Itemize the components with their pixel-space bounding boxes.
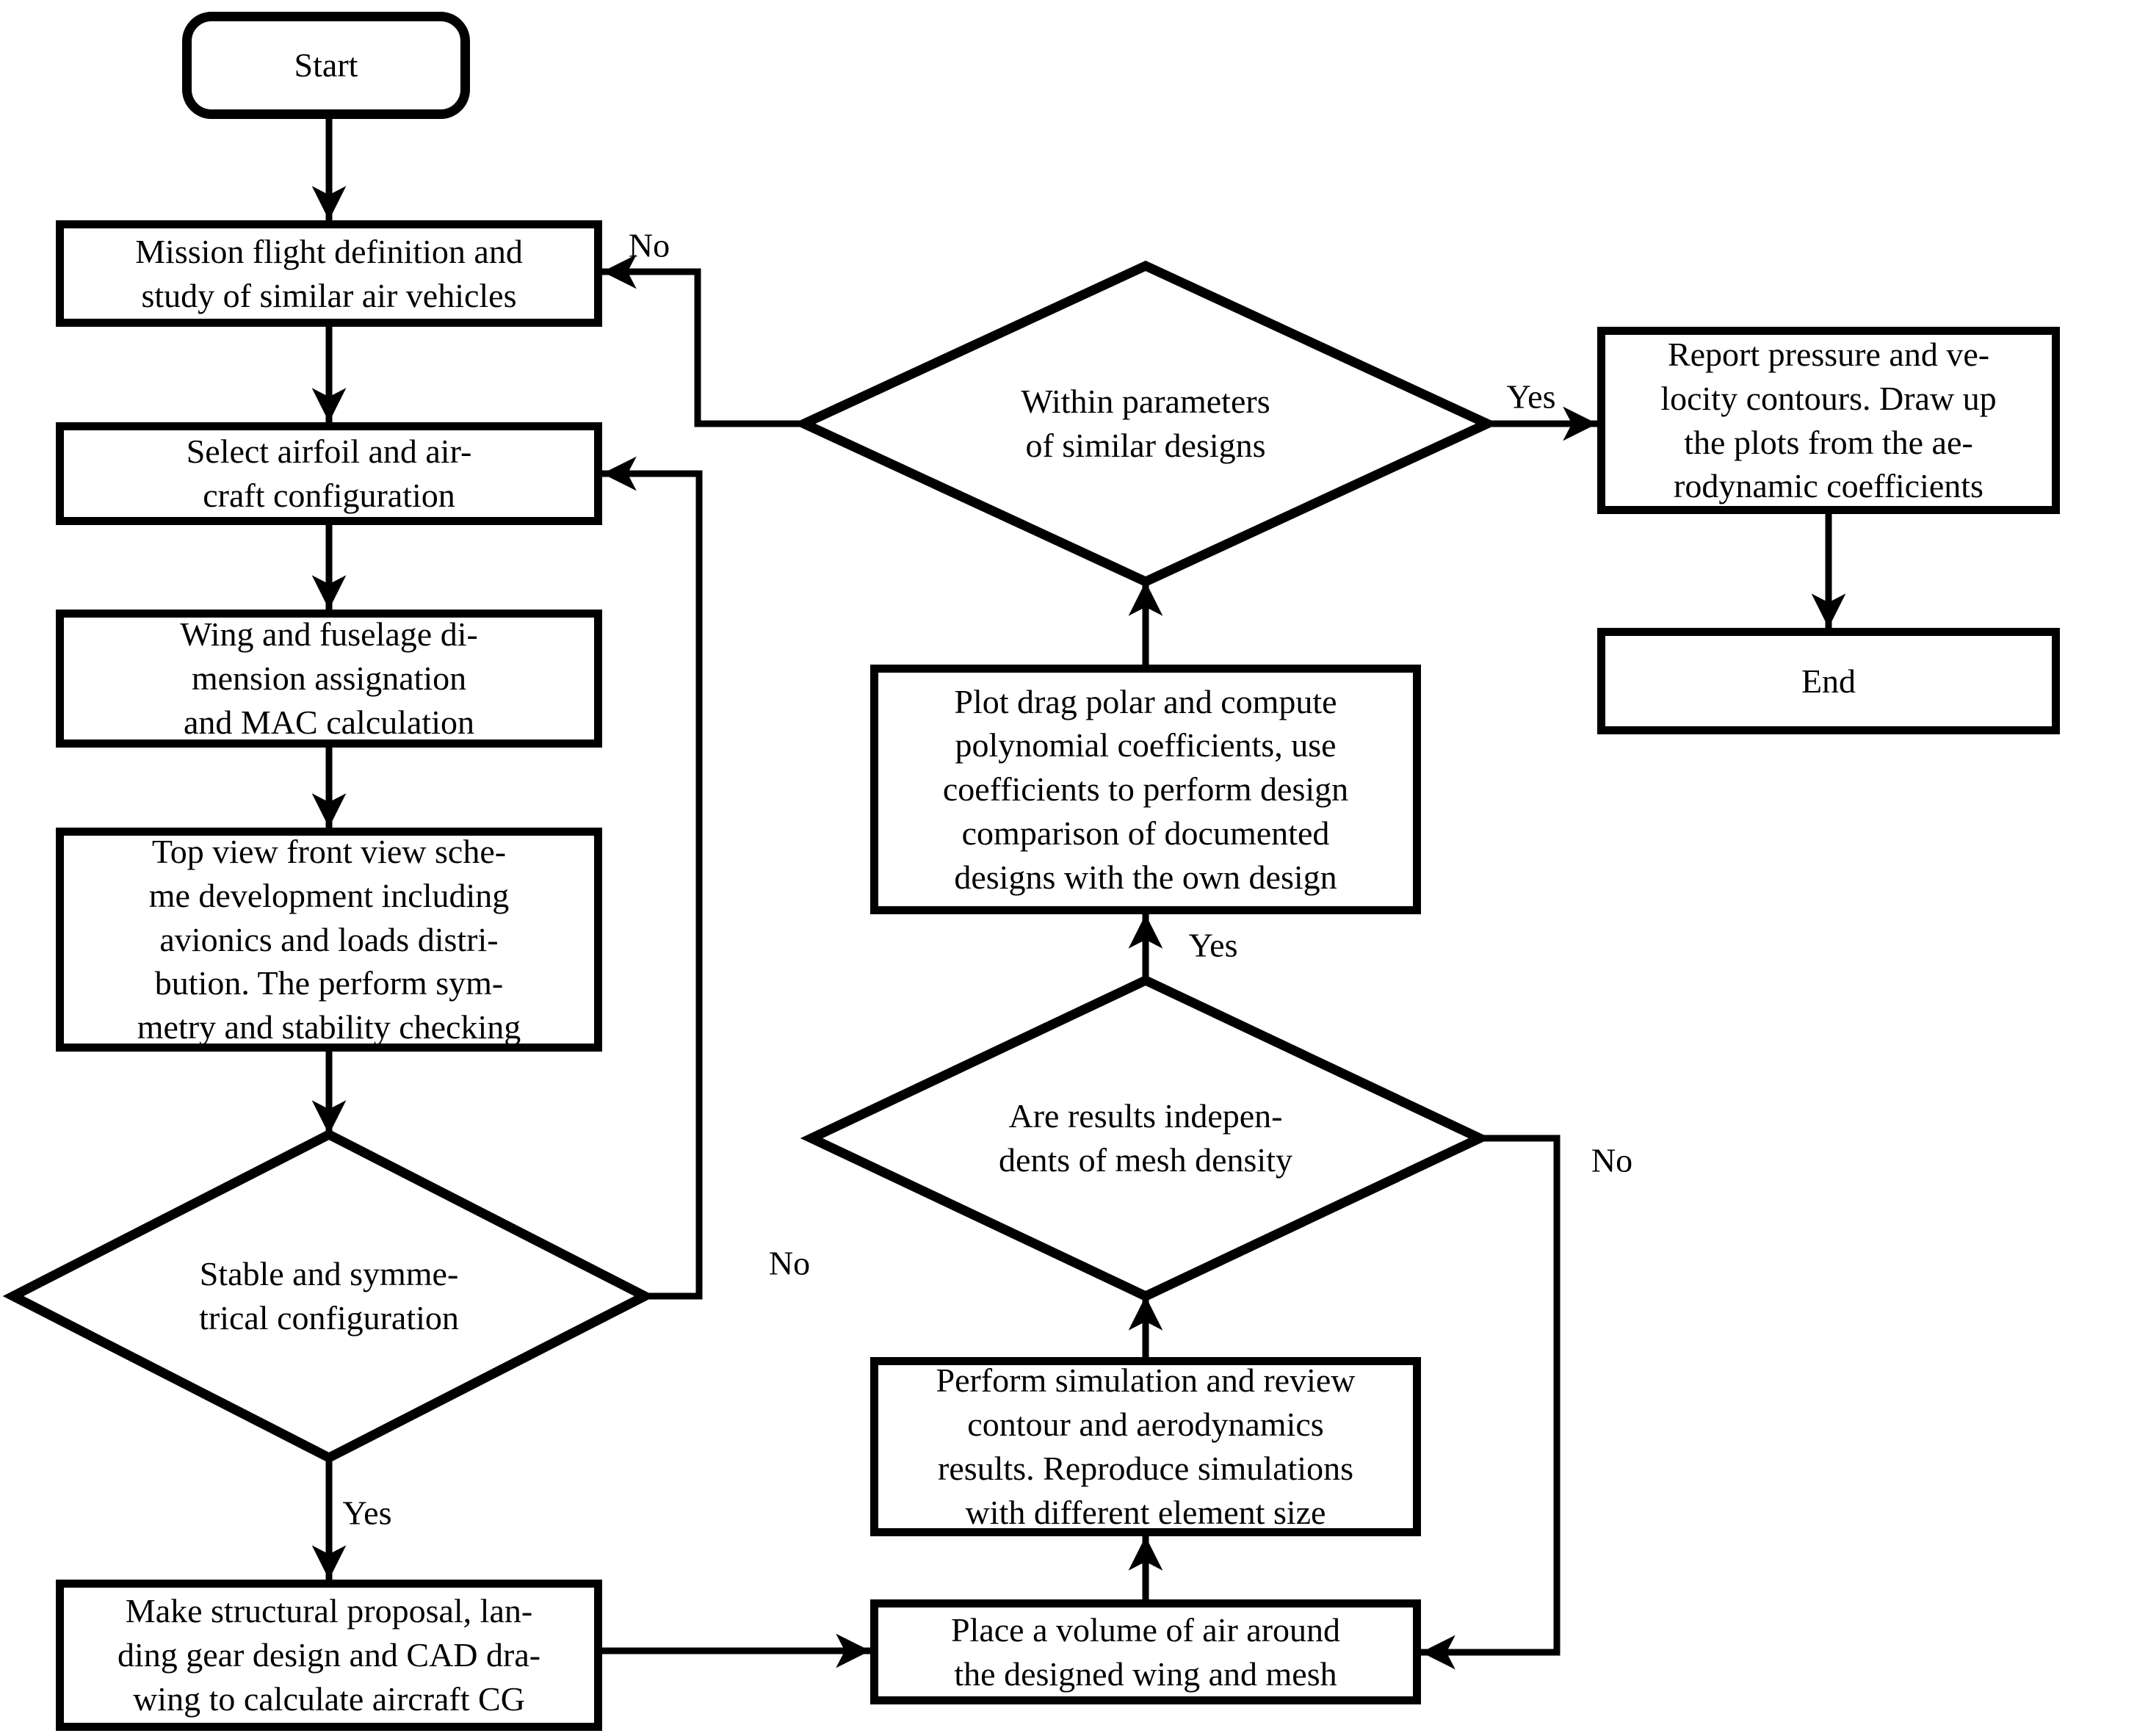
edge-label-within-yes: Yes — [1506, 377, 1556, 416]
node-line: comparison of documented — [961, 814, 1330, 852]
node-line: Top view front view sche- — [151, 833, 507, 871]
node-line: me development including — [148, 876, 510, 914]
node-line: ding gear design and CAD dra- — [117, 1636, 541, 1674]
node-perform-simulation: Perform simulation and review contour an… — [870, 1357, 1421, 1536]
edge-mesh-no-to-volume — [1421, 1135, 1561, 1670]
node-line: Are results indepen- — [1008, 1097, 1283, 1135]
edge-within-no-to-mission — [602, 254, 804, 427]
node-line: Stable and symme- — [199, 1255, 459, 1293]
node-line: Within parameters — [1021, 383, 1270, 421]
node-line: the designed wing and mesh — [954, 1654, 1337, 1693]
node-select-airfoil: Select airfoil and air- craft configurat… — [56, 422, 602, 525]
decision-mesh-shape — [800, 974, 1491, 1302]
node-line: Plot drag polar and compute — [954, 682, 1337, 720]
node-line: polynomial coefficients, use — [955, 726, 1337, 764]
edge-label-within-no: No — [628, 226, 670, 264]
node-line: the plots from the ae- — [1684, 423, 1973, 461]
node-decision-within-parameters: Within parameters of similar designs — [889, 336, 1403, 512]
node-line: Make structural proposal, lan- — [125, 1592, 533, 1630]
node-line: Select airfoil and air- — [186, 433, 472, 471]
decision-stable-shape — [2, 1129, 656, 1464]
node-line: avionics and loads distri- — [159, 920, 499, 958]
node-plot-drag-polar: Plot drag polar and compute polynomial c… — [870, 665, 1421, 914]
node-line: coefficients to perform design — [942, 770, 1349, 809]
node-start: Start — [182, 12, 470, 119]
node-line: rodynamic coefficients — [1674, 467, 1984, 505]
node-line: Mission flight definition and — [135, 232, 523, 270]
node-line: Report pressure and ve- — [1667, 335, 1990, 373]
node-line: Perform simulation and review — [936, 1361, 1356, 1400]
node-report-contours: Report pressure and ve- locity contours.… — [1597, 327, 2060, 514]
node-line: wing to calculate aircraft CG — [133, 1679, 525, 1718]
node-line: designs with the own design — [954, 858, 1337, 896]
edge-stable-no-to-select — [602, 456, 703, 1300]
node-decision-mesh-independence: Are results indepen- dents of mesh densi… — [889, 1050, 1403, 1226]
node-structural-proposal: Make structural proposal, lan- ding gear… — [56, 1580, 602, 1731]
node-line: Place a volume of air around — [950, 1610, 1341, 1649]
edge-label-stable-yes: Yes — [342, 1494, 392, 1532]
node-scheme-development: Top view front view sche- me development… — [56, 828, 602, 1052]
node-line: Start — [294, 46, 358, 84]
node-line: metry and stability checking — [137, 1008, 521, 1046]
node-line: contour and aerodynamics — [967, 1406, 1324, 1444]
node-line: locity contours. Draw up — [1660, 379, 1997, 417]
node-line: trical configuration — [199, 1299, 459, 1337]
node-end: End — [1597, 628, 2060, 734]
edge-label-stable-no: No — [768, 1244, 811, 1282]
node-line: dents of mesh density — [999, 1141, 1292, 1179]
edge-label-mesh-no: No — [1591, 1141, 1633, 1179]
node-line: craft configuration — [203, 477, 455, 514]
edge-label-mesh-yes: Yes — [1188, 926, 1238, 964]
node-line: study of similar air vehicles — [141, 276, 517, 314]
node-place-air-volume: Place a volume of air around the designe… — [870, 1599, 1421, 1704]
node-decision-stable-configuration: Stable and symme- trical configuration — [72, 1208, 586, 1384]
node-line: with different element size — [965, 1493, 1326, 1531]
node-line: results. Reproduce simulations — [938, 1450, 1353, 1487]
node-wing-fuselage-dimension: Wing and fuselage di- mension assignatio… — [56, 610, 602, 748]
node-line: Wing and fuselage di- — [180, 615, 478, 654]
decision-within-shape — [792, 260, 1499, 587]
node-mission-flight-definition: Mission flight definition and study of s… — [56, 220, 602, 327]
node-line: End — [1801, 662, 1856, 700]
node-line: and MAC calculation — [183, 703, 474, 741]
node-line: bution. The perform sym- — [154, 964, 504, 1002]
node-line: mension assignation — [191, 659, 467, 698]
node-line: of similar designs — [1025, 427, 1266, 464]
